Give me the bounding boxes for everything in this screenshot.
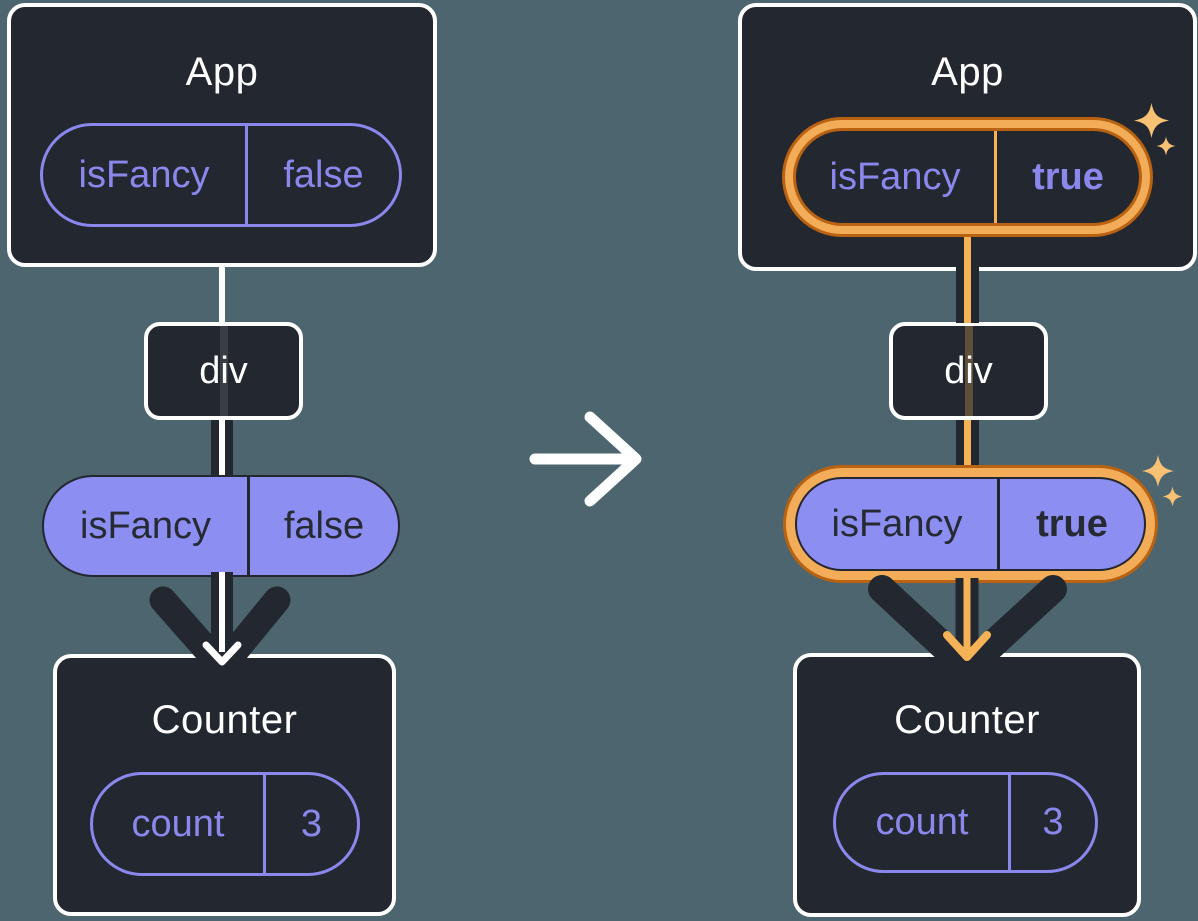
after-app-title: App <box>931 50 1004 94</box>
pill-divider <box>1008 775 1011 870</box>
prop-value: true <box>1036 502 1108 545</box>
state-value: true <box>1032 155 1104 198</box>
arrow-down-icon <box>149 572 291 681</box>
after-prop-pill: isFancy true <box>795 477 1146 571</box>
arrow-down-icon <box>868 575 1067 682</box>
pill-divider <box>263 775 266 873</box>
after-counter-state-pill: count 3 <box>833 772 1098 873</box>
before-state-line <box>219 420 225 478</box>
state-value: 3 <box>300 802 323 845</box>
after-div-box: div <box>889 322 1048 420</box>
state-key: count <box>131 802 225 845</box>
before-counter-state-pill: count 3 <box>90 772 360 876</box>
arrow-right-icon <box>529 411 642 507</box>
prop-value: false <box>283 504 365 547</box>
after-prop-pill-highlight: isFancy true <box>783 465 1158 583</box>
pill-divider <box>994 131 997 223</box>
state-key: count <box>875 801 969 843</box>
state-line-ghost <box>219 326 228 416</box>
before-div-label: div <box>199 349 248 392</box>
before-counter-title: Counter <box>151 698 298 742</box>
after-div-label: div <box>944 349 993 392</box>
before-div-box: div <box>144 322 303 420</box>
sparkle-icon <box>1162 486 1183 507</box>
after-counter-card <box>793 653 1141 917</box>
prop-key: isFancy <box>80 504 211 547</box>
sparkle-icon <box>1141 454 1175 488</box>
sparkle-icon <box>1156 136 1176 156</box>
pill-divider <box>247 477 250 575</box>
state-value: 3 <box>1042 801 1064 843</box>
before-prop-pill: isFancy false <box>42 475 400 577</box>
state-value: false <box>283 153 364 196</box>
before-app-title: App <box>185 50 259 94</box>
state-line-ghost <box>964 326 973 416</box>
sparkle-icon <box>1133 102 1170 139</box>
prop-key: isFancy <box>831 502 963 545</box>
after-app-state-pill: isFancy true <box>793 128 1142 226</box>
pill-divider <box>245 126 248 224</box>
before-tree-edge <box>219 263 225 325</box>
after-counter-title: Counter <box>894 698 1040 742</box>
state-key: isFancy <box>78 153 210 196</box>
before-app-state-pill: isFancy false <box>40 123 402 227</box>
after-state-line <box>964 420 971 470</box>
after-app-state-pill-highlight: isFancy true <box>782 117 1153 237</box>
pill-divider <box>997 479 1000 569</box>
state-key: isFancy <box>829 155 961 198</box>
after-state-line <box>964 235 971 323</box>
